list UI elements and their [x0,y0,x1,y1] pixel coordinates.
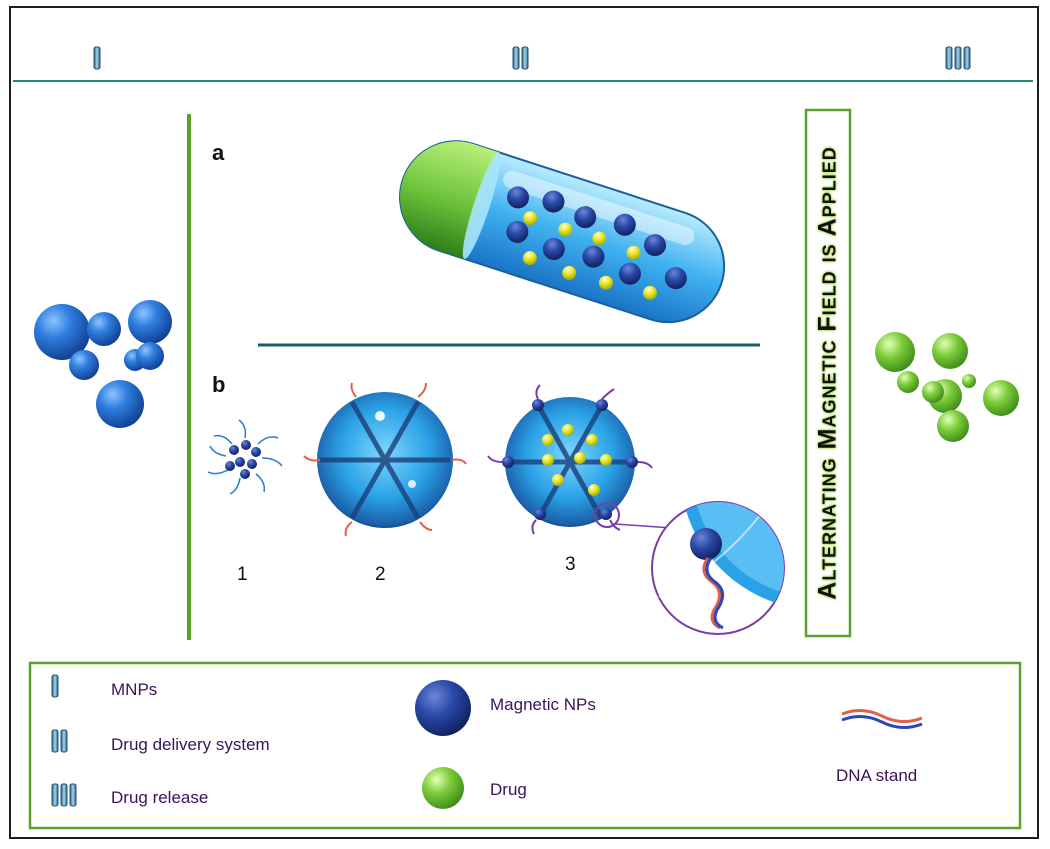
legend-dna-icon [841,709,923,729]
numeral-iii-icon [945,46,971,70]
step1-particles [225,440,261,479]
step1-nanoparticle-assembly [207,419,283,495]
drug-release-cluster [875,332,1019,442]
dna-zoom-inset [651,501,785,635]
legend-drug: Drug [490,780,527,799]
legend-icon-ii [51,729,68,753]
panel-a-label: a [212,140,225,165]
numeral-i-icon [93,46,101,70]
panel-b-label: b [212,372,226,397]
legend-dna-stand: DNA stand [836,766,918,785]
legend-icon-iii [51,783,77,807]
numeral-ii-icon [512,46,529,70]
legend-magnetic-np-icon [415,680,471,736]
step2-carrier-sphere [303,382,467,537]
step2-label: 2 [375,564,386,585]
step1-label: 1 [237,564,248,585]
step3-loaded-carrier [487,384,673,535]
legend-icon-i [51,674,59,698]
field-label: Alternating Magnetic Field is Applied [806,110,850,636]
field-label-box [804,108,852,638]
legend-mnps: MNPs [111,680,158,699]
legend-box [28,661,1022,830]
capsule-illustration [399,140,726,324]
mnp-cluster [34,300,172,428]
legend-drug-icon [422,767,464,809]
legend-magnetic-nps: Magnetic NPs [490,695,596,714]
field-label-text: Alternating Magnetic Field is Applied [813,146,842,600]
step3-label: 3 [565,554,576,575]
legend-drug-release: Drug release [111,788,209,807]
legend-drug-delivery-system: Drug delivery system [111,735,270,754]
